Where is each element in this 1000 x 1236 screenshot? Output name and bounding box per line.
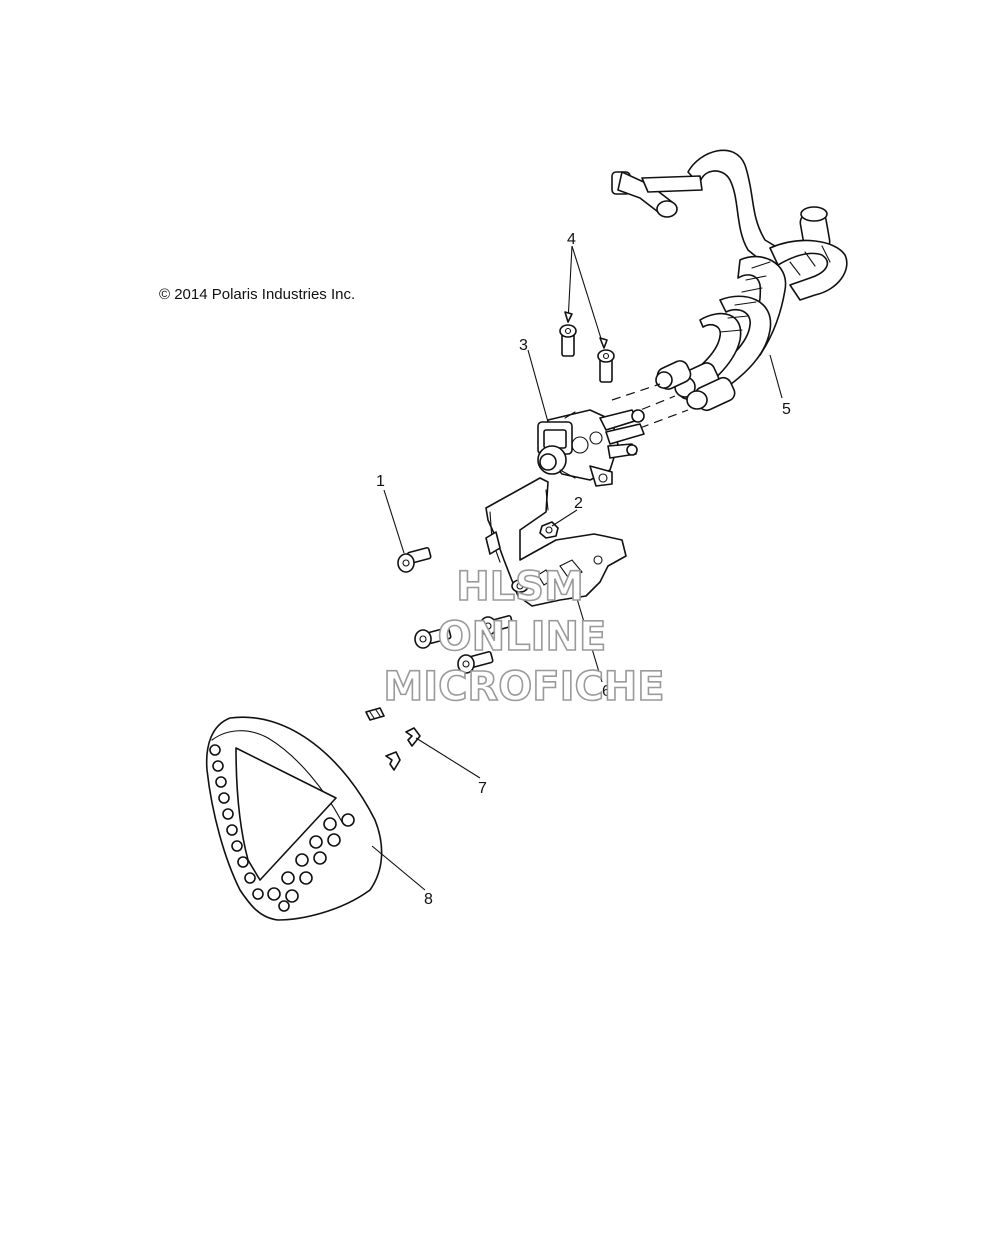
watermark-line-2: ONLINE xyxy=(438,614,607,660)
hose-connection-line-3 xyxy=(639,409,689,429)
bolt-1 xyxy=(397,546,432,573)
bolt-lower-middle xyxy=(479,614,514,636)
copyright-notice: © 2014 Polaris Industries Inc. xyxy=(159,286,356,303)
bolt-4b xyxy=(597,349,615,383)
watermark: HLSM ONLINE MICROFICHE xyxy=(383,563,666,711)
grille-cover xyxy=(205,716,383,921)
clip-7b xyxy=(405,727,421,747)
nut-2 xyxy=(539,521,559,539)
callout-1: 1 xyxy=(376,473,385,490)
leader-lines xyxy=(371,245,783,891)
watermark-line-1: HLSM xyxy=(456,564,584,610)
callout-8: 8 xyxy=(424,891,433,908)
mounting-bracket xyxy=(485,477,627,607)
callout-2: 2 xyxy=(574,495,583,512)
callout-6: 6 xyxy=(602,683,611,700)
clip-7a xyxy=(365,707,385,721)
watermark-line-3: MICROFICHE xyxy=(383,664,664,710)
callout-4: 4 xyxy=(567,231,576,248)
hose-connection-line-1 xyxy=(611,383,661,401)
bolt-lower-bottom xyxy=(457,650,494,674)
hose-assembly xyxy=(611,149,848,412)
callout-7: 7 xyxy=(478,780,487,797)
clip-7c xyxy=(385,751,401,771)
bolt-4a xyxy=(559,324,577,357)
bolt-lower-left xyxy=(414,626,452,649)
callout-3: 3 xyxy=(519,337,528,354)
callout-5: 5 xyxy=(782,401,791,418)
valve-assembly xyxy=(537,409,645,487)
